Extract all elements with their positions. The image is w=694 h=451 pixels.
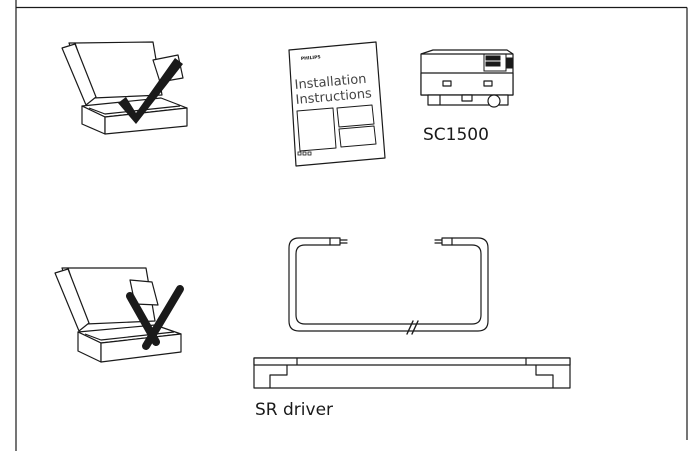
- cross-icon: [126, 285, 184, 350]
- open-box-icon: [61, 41, 188, 135]
- manual-title-line2: Instructions: [295, 86, 373, 108]
- manual-panels: [296, 104, 377, 152]
- manual-footer-marks: [297, 151, 312, 156]
- checkmark-icon: [118, 58, 183, 124]
- installation-manual-icon: PHILIPS Installation Instructions: [288, 41, 386, 167]
- cable-icon: [288, 237, 489, 335]
- sc1500-label: SC1500: [423, 125, 489, 145]
- frame-border: [15, 0, 688, 451]
- sr-driver-icon: [253, 357, 571, 389]
- sr-driver-label: SR driver: [255, 400, 334, 420]
- manual-brand: PHILIPS: [301, 54, 321, 62]
- sc1500-device-icon: [420, 49, 514, 108]
- manual-title-line1: Installation: [294, 72, 367, 93]
- terminal-block: [483, 53, 513, 72]
